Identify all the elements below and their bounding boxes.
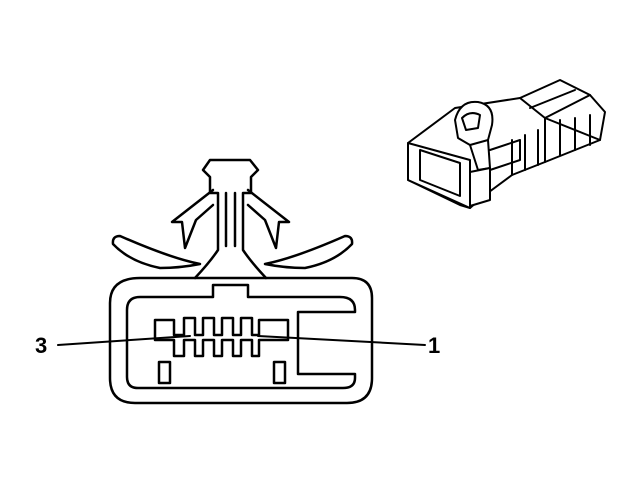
- clip-barb-right: [246, 188, 291, 250]
- connector-face-outer: [108, 276, 374, 405]
- clip-arm-left: [111, 234, 202, 270]
- pin-row: [153, 316, 290, 358]
- slot-right: [272, 360, 287, 385]
- pin-label-3: 3: [35, 333, 48, 358]
- slot-left: [157, 360, 172, 385]
- connector-isometric: [407, 79, 606, 209]
- leader-line-3: [57, 335, 191, 346]
- clip-stem: [193, 158, 268, 280]
- connector-face-inner: [125, 283, 357, 390]
- clip-center-slot: [224, 191, 237, 248]
- leader-line-1: [257, 335, 426, 346]
- clip-arm-right: [263, 234, 354, 270]
- pin-label-1: 1: [428, 333, 441, 358]
- clip-barb-left: [170, 188, 215, 250]
